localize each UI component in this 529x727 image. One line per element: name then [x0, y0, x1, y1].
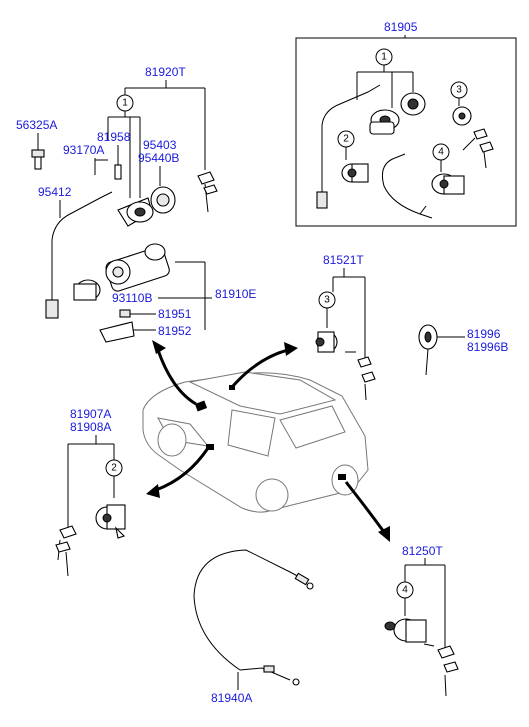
harness-95412	[51, 191, 113, 308]
svg-text:1: 1	[381, 52, 387, 63]
arrow-to-ignition	[156, 349, 197, 406]
svg-text:2: 2	[343, 134, 349, 145]
cable-81940A	[193, 549, 306, 671]
bracket-81952	[99, 321, 135, 343]
svg-text:3: 3	[456, 85, 462, 96]
kit-81905-frame	[295, 37, 517, 227]
label-81907A: 81907A	[70, 407, 111, 421]
label-95440B: 95440B	[138, 151, 179, 165]
fuel-lock-81521T	[315, 331, 338, 353]
ignition-switch	[117, 197, 154, 227]
door-lock-81907A	[95, 504, 126, 539]
label-81940A: 81940A	[211, 691, 252, 705]
arrow-to-81521T	[231, 348, 289, 387]
bolt-81951	[119, 309, 131, 318]
label-81908A: 81908A	[70, 420, 111, 434]
label-81905: 81905	[384, 20, 418, 34]
blank-key-81996	[418, 324, 438, 376]
keys-81250T	[423, 643, 459, 697]
label-81920T: 81920T	[145, 65, 186, 79]
harness-81905	[321, 84, 381, 200]
svg-text:4: 4	[402, 585, 408, 596]
label-81996B: 81996B	[467, 340, 508, 354]
svg-text:1: 1	[122, 98, 128, 109]
tailgate-lock-81905	[431, 173, 465, 195]
keys-81521T	[345, 351, 376, 401]
svg-text:2: 2	[111, 463, 117, 474]
label-81910E: 81910E	[215, 287, 256, 301]
illumination-ring-95440B	[150, 186, 176, 214]
label-56325A: 56325A	[16, 118, 57, 132]
label-93110B: 93110B	[112, 291, 152, 305]
label-93170A: 93170A	[63, 143, 104, 157]
label-81521T: 81521T	[323, 253, 364, 267]
label-81958: 81958	[97, 130, 131, 144]
bolt-56325A	[31, 149, 45, 170]
vehicle-outline	[142, 371, 369, 513]
label-95403: 95403	[143, 138, 177, 152]
steering-lock-body	[73, 243, 170, 301]
label-81951: 81951	[158, 307, 192, 321]
arrow-to-81907A	[155, 447, 210, 492]
arrow-to-81250T	[344, 481, 386, 533]
screw-81958	[114, 164, 122, 180]
keys-81905	[462, 128, 494, 169]
label-81250T: 81250T	[402, 544, 443, 558]
label-81952: 81952	[158, 324, 192, 338]
tailgate-lock-81250T	[384, 618, 427, 643]
label-95412: 95412	[38, 185, 72, 199]
trunk-lock-81905	[452, 106, 472, 126]
keys-81920T	[197, 171, 218, 213]
door-lock-81905	[341, 163, 369, 183]
switch-81905	[400, 92, 426, 116]
label-81996: 81996	[467, 327, 501, 341]
svg-text:3: 3	[324, 295, 330, 306]
ignition-lock-81905	[369, 109, 400, 135]
cable-81905	[381, 157, 433, 219]
keys-81907A	[55, 525, 77, 577]
svg-text:4: 4	[438, 147, 444, 158]
